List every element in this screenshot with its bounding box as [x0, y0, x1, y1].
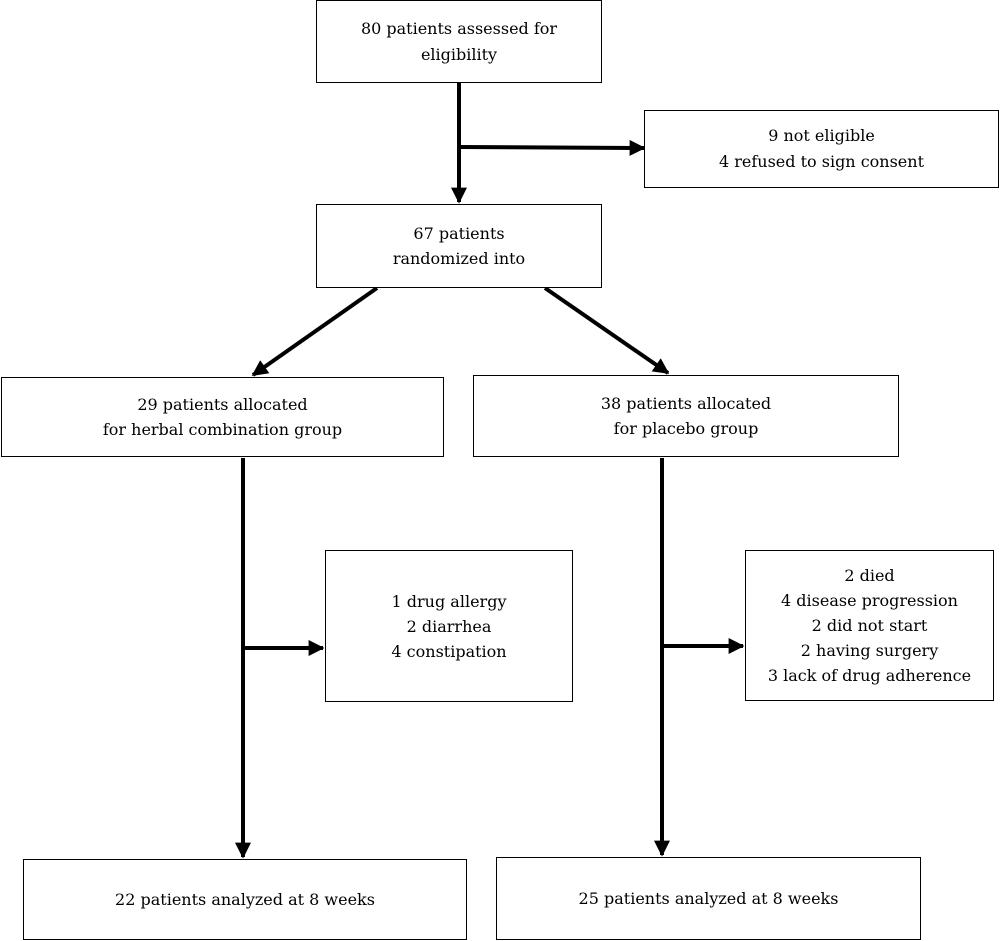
herbal-dropout-2: 2 diarrhea: [406, 616, 492, 636]
randomized-line-1: 67 patients: [413, 224, 505, 243]
assessed-line-2: eligibility: [420, 44, 498, 64]
herbal-dropout-1: 1 drug allergy: [391, 591, 507, 611]
herbal-analyzed-line: 22 patients analyzed at 8 weeks: [115, 890, 375, 909]
herbal-allocated-line-2: for herbal combination group: [102, 420, 343, 439]
arrow-randomized-to-placebo: [543, 286, 670, 375]
herbal-allocated-line-1: 29 patients allocated: [137, 395, 308, 414]
placebo-allocated-line-2: for placebo group: [613, 419, 759, 438]
arrow-to-excluded: [458, 139, 646, 156]
assessed-line-1: 80 patients assessed for: [360, 18, 558, 38]
excluded-line-1: 9 not eligible: [768, 126, 875, 145]
placebo-dropout-4: 2 having surgery: [800, 641, 939, 660]
placebo-allocated-box: 38 patients allocated for placebo group: [473, 375, 899, 457]
herbal-dropouts-box: 1 drug allergy 2 diarrhea 4 constipation: [325, 550, 573, 702]
randomized-box: 67 patients randomized into: [316, 204, 602, 288]
assessed-box: 80 patients assessed for eligibility: [316, 0, 602, 83]
placebo-analyzed-box: 25 patients analyzed at 8 weeks: [496, 857, 921, 940]
placebo-dropout-3: 2 did not start: [811, 616, 928, 635]
placebo-dropout-1: 2 died: [844, 566, 895, 585]
placebo-dropouts-box: 2 died 4 disease progression 2 did not s…: [745, 550, 994, 701]
placebo-dropout-5: 3 lack of drug adherence: [767, 666, 972, 685]
herbal-allocated-box: 29 patients allocated for herbal combina…: [1, 377, 444, 457]
herbal-analyzed-box: 22 patients analyzed at 8 weeks: [23, 859, 467, 940]
arrow-randomized-to-herbal: [251, 286, 379, 377]
excluded-line-2: 4 refused to sign consent: [718, 152, 925, 171]
placebo-analyzed-line: 25 patients analyzed at 8 weeks: [578, 889, 839, 908]
placebo-dropout-2: 4 disease progression: [781, 591, 958, 610]
placebo-allocated-line-1: 38 patients allocated: [600, 394, 772, 413]
excluded-box: 9 not eligible 4 refused to sign consent: [644, 110, 999, 188]
randomized-line-2: randomized into: [392, 249, 526, 268]
herbal-dropout-3: 4 constipation: [391, 641, 507, 661]
